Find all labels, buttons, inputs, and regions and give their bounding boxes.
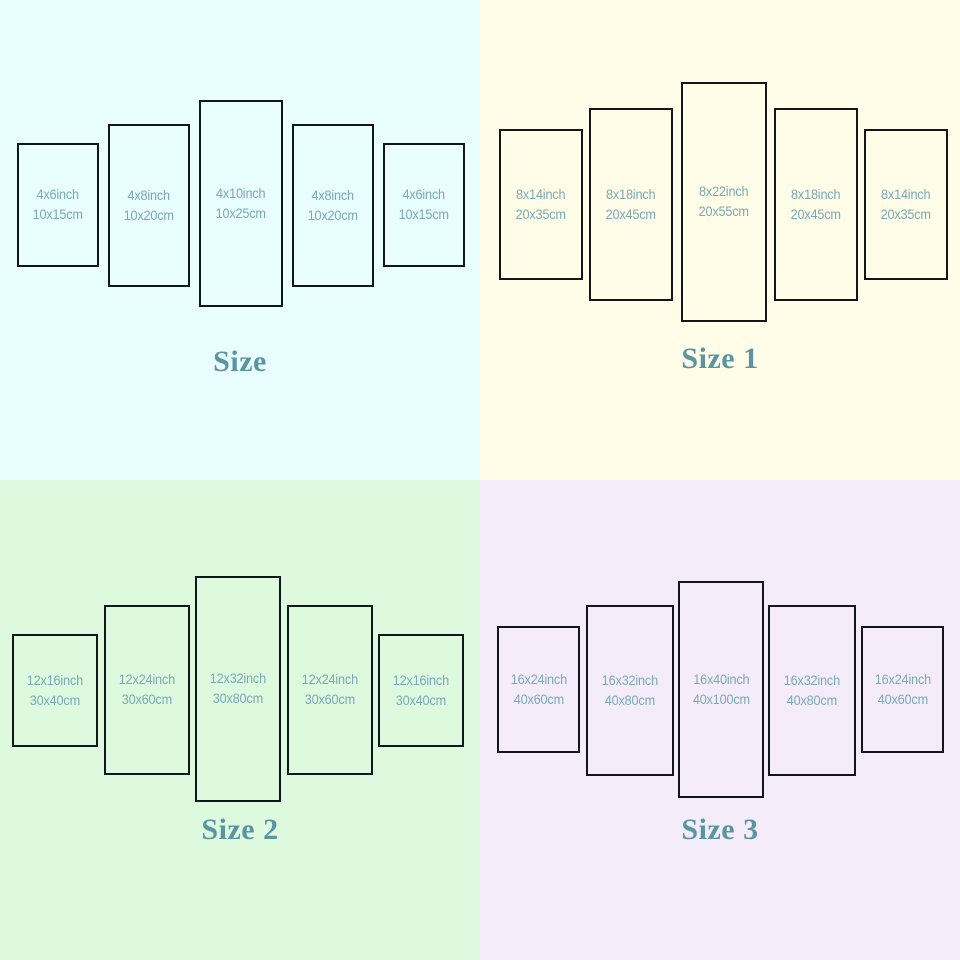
panel-size-inch: 8x18inch: [791, 186, 841, 202]
panel-size-cm: 40x80cm: [604, 692, 656, 708]
panel-size-inch: 12x32inch: [209, 671, 267, 687]
panel-size-label: 4x6inch 10x15cm: [399, 185, 449, 224]
panel-size-cm: 10x20cm: [307, 207, 359, 223]
panel-size-label: 16x32inch 40x80cm: [784, 671, 840, 710]
panel-size-cm: 40x100cm: [692, 691, 750, 707]
panel-size-label: 8x18inch 20x45cm: [606, 185, 656, 224]
canvas-panel: 4x6inch 10x15cm: [383, 143, 465, 267]
panel-size-label: 4x6inch 10x15cm: [33, 185, 83, 224]
panel-size-label: 4x8inch 10x20cm: [124, 186, 174, 225]
panel-size-inch: 16x32inch: [783, 672, 841, 688]
panel-size-inch: 12x24inch: [118, 672, 176, 688]
panel-size-cm: 10x20cm: [123, 207, 175, 223]
panel-size-cm: 30x60cm: [121, 692, 173, 707]
panel-size-cm: 20x55cm: [698, 204, 750, 219]
panel-size-inch: 4x6inch: [36, 187, 80, 203]
size-title-size: Size: [213, 345, 267, 378]
canvas-panel: 12x16inch 30x40cm: [378, 634, 464, 747]
canvas-panel: 8x18inch 20x45cm: [589, 108, 673, 301]
panel-size-cm: 20x35cm: [515, 206, 567, 222]
panel-size-inch: 8x22inch: [699, 184, 749, 200]
panel-group-size-2: 12x16inch 30x40cm 12x24inch 30x60cm 12x32inc…: [0, 480, 480, 960]
panel-size-inch: 4x10inch: [216, 185, 266, 201]
panel-size-inch: 12x16inch: [26, 672, 84, 688]
canvas-panel: 4x6inch 10x15cm: [17, 143, 99, 267]
panel-size-label: 8x22inch 20x55cm: [699, 182, 749, 221]
panel-size-label: 8x14inch 20x35cm: [881, 185, 931, 224]
size-title-size-1: Size 1: [681, 342, 759, 375]
panel-size-cm: 20x45cm: [605, 206, 657, 222]
panel-size-label: 8x14inch 20x35cm: [516, 185, 566, 224]
panel-size-cm: 10x15cm: [398, 207, 450, 222]
panel-size-label: 8x18inch 20x45cm: [791, 185, 841, 224]
panel-group-size: 4x6inch 10x15cm 4x8inch 10x20cm 4x10inch 10x2…: [0, 0, 480, 480]
size-title-size-2: Size 2: [201, 813, 279, 846]
panel-size-label: 12x24inch 30x60cm: [119, 670, 175, 709]
panel-size-inch: 4x8inch: [311, 187, 355, 203]
panel-size-label: 12x24inch 30x60cm: [302, 670, 358, 709]
panel-size-cm: 30x40cm: [395, 692, 447, 708]
panel-size-inch: 4x8inch: [127, 187, 171, 203]
canvas-panel: 16x32inch 40x80cm: [768, 605, 856, 776]
panel-size-inch: 12x16inch: [392, 672, 450, 688]
panel-size-label: 16x24inch 40x60cm: [510, 670, 566, 709]
canvas-panel: 16x24inch 40x60cm: [497, 626, 580, 753]
canvas-panel: 12x24inch 30x60cm: [104, 605, 190, 775]
panel-size-label: 16x24inch 40x60cm: [874, 670, 930, 709]
canvas-panel: 4x8inch 10x20cm: [292, 124, 374, 287]
panel-size-cm: 30x40cm: [29, 692, 81, 708]
canvas-panel: 8x18inch 20x45cm: [774, 108, 858, 301]
size-quadrant-size-1: 8x14inch 20x35cm 8x18inch 20x45cm 8x22inch 20…: [480, 0, 960, 480]
size-quadrant-size-3: 16x24inch 40x60cm 16x32inch 40x80cm 16x40inc…: [480, 480, 960, 960]
panel-size-cm: 30x80cm: [212, 691, 264, 706]
panel-size-cm: 10x15cm: [32, 207, 84, 222]
panel-size-inch: 16x40inch: [692, 671, 750, 687]
size-quadrant-size: 4x6inch 10x15cm 4x8inch 10x20cm 4x10inch 10x2…: [0, 0, 480, 480]
panel-size-inch: 8x14inch: [881, 186, 931, 202]
panel-size-inch: 12x24inch: [301, 672, 359, 688]
panel-size-cm: 20x45cm: [790, 206, 842, 222]
panel-size-inch: 8x18inch: [606, 186, 656, 202]
panel-size-cm: 40x60cm: [877, 691, 928, 707]
panel-group-size-3: 16x24inch 40x60cm 16x32inch 40x80cm 16x40inc…: [480, 480, 960, 960]
canvas-panel: 16x24inch 40x60cm: [861, 626, 944, 753]
canvas-panel: 12x16inch 30x40cm: [12, 634, 98, 747]
canvas-panel: 8x14inch 20x35cm: [864, 129, 948, 280]
panel-group-size-1: 8x14inch 20x35cm 8x18inch 20x45cm 8x22inch 20…: [480, 0, 960, 480]
panel-size-cm: 20x35cm: [880, 206, 932, 222]
panel-size-label: 12x32inch 30x80cm: [210, 669, 266, 708]
panel-size-label: 12x16inch 30x40cm: [393, 671, 449, 710]
canvas-panel: 4x10inch 10x25cm: [199, 100, 283, 307]
panel-size-inch: 16x24inch: [510, 671, 567, 687]
panel-size-inch: 8x14inch: [516, 186, 566, 202]
canvas-panel: 4x8inch 10x20cm: [108, 124, 190, 287]
panel-size-cm: 30x60cm: [304, 692, 356, 707]
canvas-panel: 8x14inch 20x35cm: [499, 129, 583, 280]
panel-size-label: 4x10inch 10x25cm: [216, 184, 266, 223]
size-title-size-3: Size 3: [681, 813, 759, 846]
panel-size-cm: 40x80cm: [786, 692, 838, 708]
canvas-panel: 12x32inch 30x80cm: [195, 576, 281, 802]
panel-size-label: 12x16inch 30x40cm: [27, 671, 83, 710]
panel-size-label: 4x8inch 10x20cm: [308, 186, 358, 225]
panel-size-cm: 10x25cm: [215, 205, 267, 221]
panel-size-cm: 40x60cm: [513, 691, 564, 707]
panel-size-label: 16x32inch 40x80cm: [602, 671, 658, 710]
canvas-panel: 8x22inch 20x55cm: [681, 82, 767, 322]
panel-size-label: 16x40inch 40x100cm: [692, 670, 749, 709]
panel-size-inch: 16x24inch: [874, 671, 931, 687]
size-quadrant-size-2: 12x16inch 30x40cm 12x24inch 30x60cm 12x32inc…: [0, 480, 480, 960]
canvas-panel: 16x40inch 40x100cm: [678, 581, 764, 798]
canvas-panel: 16x32inch 40x80cm: [586, 605, 674, 776]
canvas-panel: 12x24inch 30x60cm: [287, 605, 373, 775]
panel-size-inch: 4x6inch: [402, 187, 446, 203]
panel-size-inch: 16x32inch: [601, 672, 659, 688]
